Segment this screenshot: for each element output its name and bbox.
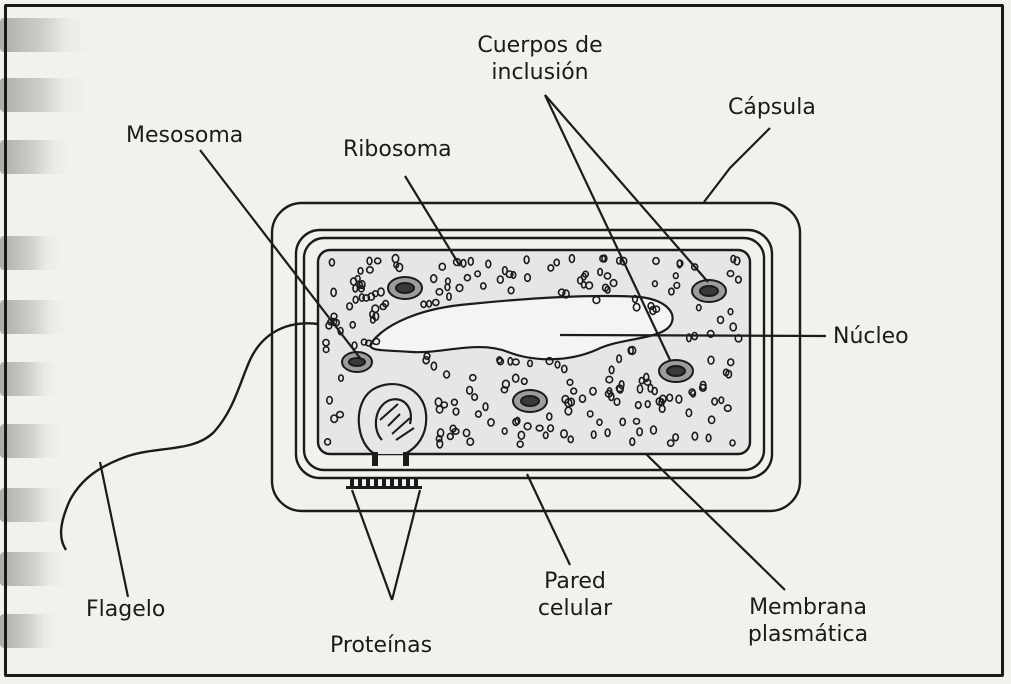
label-cuerpos-line1: Cuerpos de [460, 32, 620, 59]
label-flagelo: Flagelo [86, 596, 165, 623]
leader-proteinas-2 [392, 490, 420, 600]
label-cuerpos-de-inclusion: Cuerpos de inclusión [460, 32, 620, 86]
leader-capsula [704, 128, 770, 202]
leader-flagelo [100, 462, 128, 597]
inclusion-body [659, 360, 693, 382]
flagellum [61, 323, 318, 550]
label-cuerpos-line2: inclusión [460, 59, 620, 86]
leader-nucleo [560, 335, 826, 336]
label-membrana-line1: Membrana [728, 594, 888, 621]
leader-membrana [646, 454, 785, 590]
label-proteinas: Proteínas [330, 632, 432, 659]
inclusion-body [513, 390, 547, 412]
inclusion-body [692, 280, 726, 302]
label-membrana-line2: plasmática [728, 621, 888, 648]
label-membrana-plasmatica: Membrana plasmática [728, 594, 888, 648]
leader-proteinas-1 [352, 490, 392, 600]
label-pared-line1: Pared [520, 568, 630, 595]
label-pared-celular: Pared celular [520, 568, 630, 622]
leader-pared [527, 474, 570, 565]
label-ribosoma: Ribosoma [343, 136, 452, 163]
label-capsula: Cápsula [728, 94, 816, 121]
label-nucleo: Núcleo [833, 323, 909, 350]
label-pared-line2: celular [520, 595, 630, 622]
surface-proteins [346, 478, 422, 489]
label-mesosoma: Mesosoma [126, 122, 243, 149]
inclusion-body [388, 277, 422, 299]
